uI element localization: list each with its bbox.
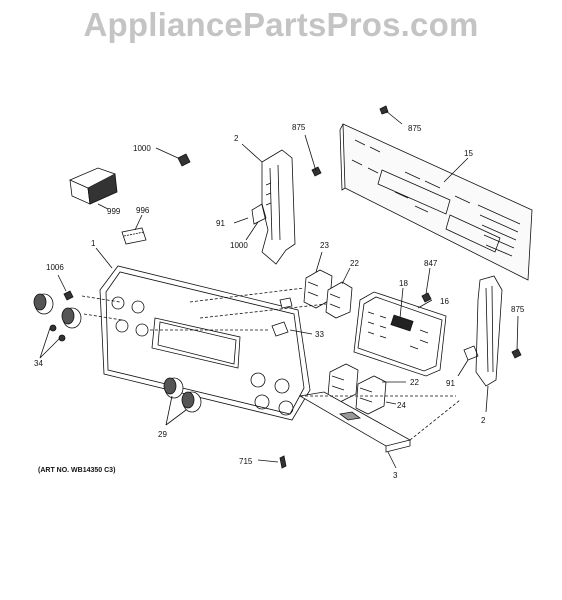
part-33 <box>271 321 313 337</box>
screw-part <box>511 315 522 359</box>
switch-part <box>327 363 406 415</box>
callout-label: 875 <box>408 124 422 133</box>
callout-label: 16 <box>440 297 449 306</box>
screw-part <box>421 267 432 303</box>
callout-label: 1 <box>91 239 96 248</box>
watermark-logo: AppliancePartsPros.com <box>83 6 479 43</box>
screw-part <box>304 134 322 177</box>
callout-label: 34 <box>34 359 43 368</box>
callout-label: 2 <box>234 134 239 143</box>
screw-part <box>155 147 191 167</box>
callout-label: 1006 <box>46 263 64 272</box>
switch-part <box>303 251 353 319</box>
callout-label: 91 <box>216 219 225 228</box>
callout-label: 23 <box>320 241 329 250</box>
callout-label: 999 <box>107 207 121 216</box>
callout-label: 91 <box>446 379 455 388</box>
knob-part <box>163 377 202 426</box>
screw-part <box>57 274 74 301</box>
electronic-control-part <box>353 287 447 377</box>
callout-label: 996 <box>136 206 150 215</box>
part-996 <box>121 214 147 245</box>
trim-part <box>298 391 461 469</box>
right-bracket-part <box>457 275 503 413</box>
callout-label: 875 <box>511 305 525 314</box>
callout-label: 2 <box>481 416 486 425</box>
callout-label: 24 <box>397 401 406 410</box>
screw-part <box>379 105 403 125</box>
callout-label: 18 <box>399 279 408 288</box>
control-panel-part <box>95 247 311 421</box>
callout-label: 29 <box>158 430 167 439</box>
callout-label: 15 <box>464 149 473 158</box>
callout-label: 33 <box>315 330 324 339</box>
callout-label: 22 <box>350 259 359 268</box>
callout-label: 847 <box>424 259 438 268</box>
screw-part <box>257 455 287 469</box>
callout-label: 875 <box>292 123 306 132</box>
callout-label: 1000 <box>230 241 248 250</box>
back-panel-part <box>339 123 533 281</box>
callout-label: 715 <box>239 457 253 466</box>
callout-label: 22 <box>410 378 419 387</box>
left-bracket-part <box>241 143 296 265</box>
knob-part <box>33 293 82 359</box>
callout-label: 1000 <box>133 144 151 153</box>
part-999 <box>69 167 118 210</box>
callout-label: 3 <box>393 471 398 480</box>
art-number-note: (ART NO. WB14350 C3) <box>38 467 115 474</box>
